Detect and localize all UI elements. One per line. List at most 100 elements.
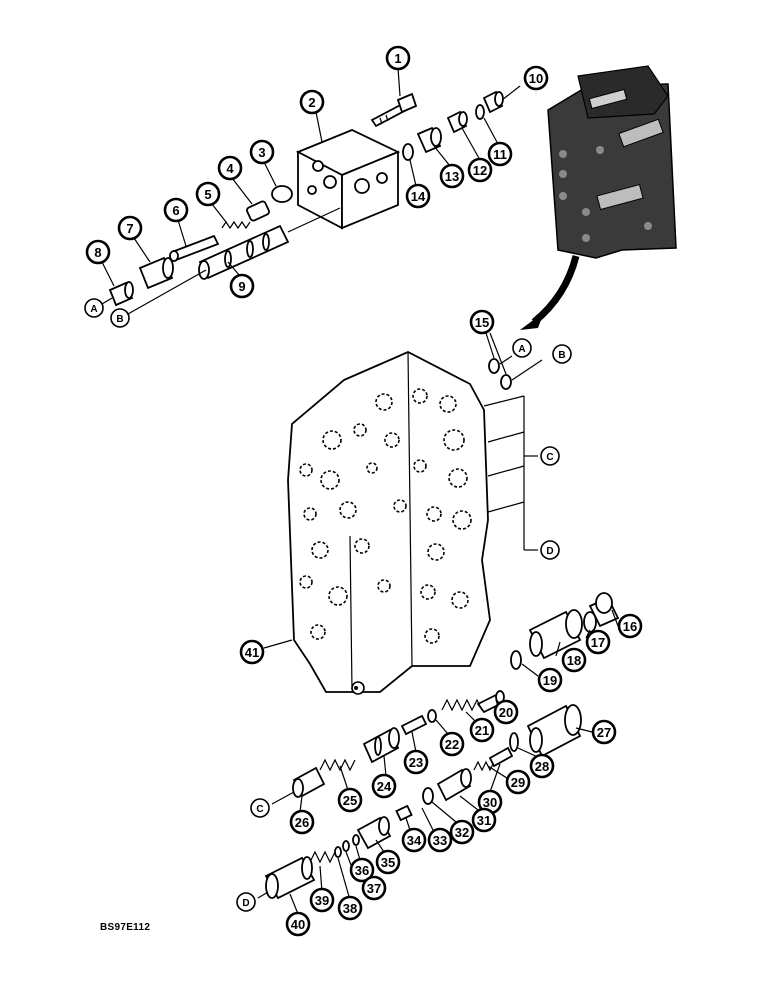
- callout-41: 41: [239, 639, 265, 665]
- callout-22: 22: [439, 731, 465, 757]
- svg-text:41: 41: [245, 645, 259, 660]
- poppet-31: [436, 768, 472, 802]
- callout-31: 31: [471, 807, 497, 833]
- o-ring-38: [334, 846, 342, 858]
- svg-text:A: A: [518, 344, 525, 355]
- o-ring-37: [342, 840, 350, 852]
- fitting-13: [416, 126, 442, 154]
- svg-text:A: A: [90, 304, 97, 315]
- sleeve: [138, 256, 174, 290]
- spring-39: [309, 850, 336, 864]
- svg-text:37: 37: [367, 881, 381, 896]
- ref-d-lower: D: [236, 892, 256, 912]
- lower-parts: [257, 592, 620, 900]
- o-ring-28: [509, 732, 519, 752]
- valve-body: [287, 351, 491, 695]
- spring-21: [441, 698, 483, 712]
- svg-text:C: C: [546, 452, 553, 463]
- svg-text:D: D: [546, 546, 553, 557]
- svg-text:7: 7: [126, 221, 133, 236]
- figure-code: BS97E112: [100, 922, 151, 933]
- callout-11: 11: [487, 141, 513, 167]
- svg-text:D: D: [242, 898, 249, 909]
- svg-text:6: 6: [172, 203, 179, 218]
- svg-text:33: 33: [433, 833, 447, 848]
- callout-38: 38: [337, 895, 363, 921]
- callout-33: 33: [427, 827, 453, 853]
- svg-text:9: 9: [238, 279, 245, 294]
- pin: [169, 234, 220, 262]
- callout-15: 15: [469, 309, 495, 335]
- svg-text:14: 14: [411, 189, 426, 204]
- svg-text:39: 39: [315, 893, 329, 908]
- plug-34: [395, 804, 413, 822]
- callouts: 1 2 3 4 5 6 7 8 9 10 11 12 13 14 15 16 1…: [85, 45, 643, 937]
- ref-d-right: D: [540, 540, 560, 560]
- o-ring-17: [583, 611, 597, 633]
- svg-text:10: 10: [529, 71, 543, 86]
- svg-text:29: 29: [511, 775, 525, 790]
- svg-text:3: 3: [258, 145, 265, 160]
- svg-text:B: B: [116, 314, 123, 325]
- svg-text:16: 16: [623, 619, 637, 634]
- callout-23: 23: [403, 749, 429, 775]
- small-spool: [246, 200, 270, 222]
- ref-b-upper: B: [110, 308, 130, 328]
- o-ring-14: [402, 143, 414, 161]
- upper-valve-assembly: [108, 85, 521, 307]
- svg-text:18: 18: [567, 653, 581, 668]
- svg-text:4: 4: [226, 161, 234, 176]
- callout-3: 3: [249, 139, 275, 165]
- svg-text:13: 13: [445, 169, 459, 184]
- callout-2: 2: [299, 89, 325, 115]
- pin-30: [488, 746, 514, 768]
- svg-text:31: 31: [477, 813, 491, 828]
- callout-34: 34: [401, 827, 427, 853]
- ref-b-right: B: [552, 344, 572, 364]
- plug-10: [482, 90, 504, 114]
- callout-16: 16: [617, 613, 643, 639]
- svg-text:8: 8: [94, 245, 101, 260]
- callout-30: 30: [477, 789, 503, 815]
- callout-25: 25: [337, 787, 363, 813]
- o-ring-32: [422, 787, 434, 805]
- svg-text:2: 2: [308, 95, 315, 110]
- o-ring-36: [352, 834, 360, 846]
- spool-35: [356, 816, 392, 850]
- callout-39: 39: [309, 887, 335, 913]
- main-spool: [198, 224, 290, 280]
- svg-text:B: B: [558, 350, 565, 361]
- pin-23: [400, 714, 428, 736]
- ref-a-upper: A: [84, 298, 104, 318]
- valve-assembly-inset: [547, 65, 677, 259]
- ref-a-right: A: [512, 338, 532, 358]
- reference-bracket: [483, 395, 538, 551]
- callout-10: 10: [523, 65, 549, 91]
- svg-text:36: 36: [355, 863, 369, 878]
- svg-text:20: 20: [499, 705, 513, 720]
- svg-text:21: 21: [475, 723, 489, 738]
- callout-27: 27: [591, 719, 617, 745]
- svg-text:35: 35: [381, 855, 395, 870]
- pointer-arrow: [520, 255, 580, 330]
- ref-c-right: C: [540, 446, 560, 466]
- washer-22: [427, 709, 437, 723]
- o-ring-11: [475, 104, 485, 120]
- callout-4: 4: [217, 155, 243, 181]
- spring-25: [319, 758, 356, 772]
- reference-markers: A B A B C D C D: [84, 298, 572, 912]
- svg-text:30: 30: [483, 795, 497, 810]
- fitting-27: [526, 704, 582, 758]
- spool-24: [362, 727, 400, 764]
- callout-35: 35: [375, 849, 401, 875]
- callout-32: 32: [449, 819, 475, 845]
- callout-36: 36: [349, 857, 375, 883]
- callout-29: 29: [505, 769, 531, 795]
- callout-40: 40: [285, 911, 311, 937]
- cap: [271, 185, 293, 203]
- spring-29: [473, 760, 495, 772]
- svg-text:17: 17: [591, 635, 605, 650]
- svg-text:C: C: [256, 804, 263, 815]
- svg-text:38: 38: [343, 901, 357, 916]
